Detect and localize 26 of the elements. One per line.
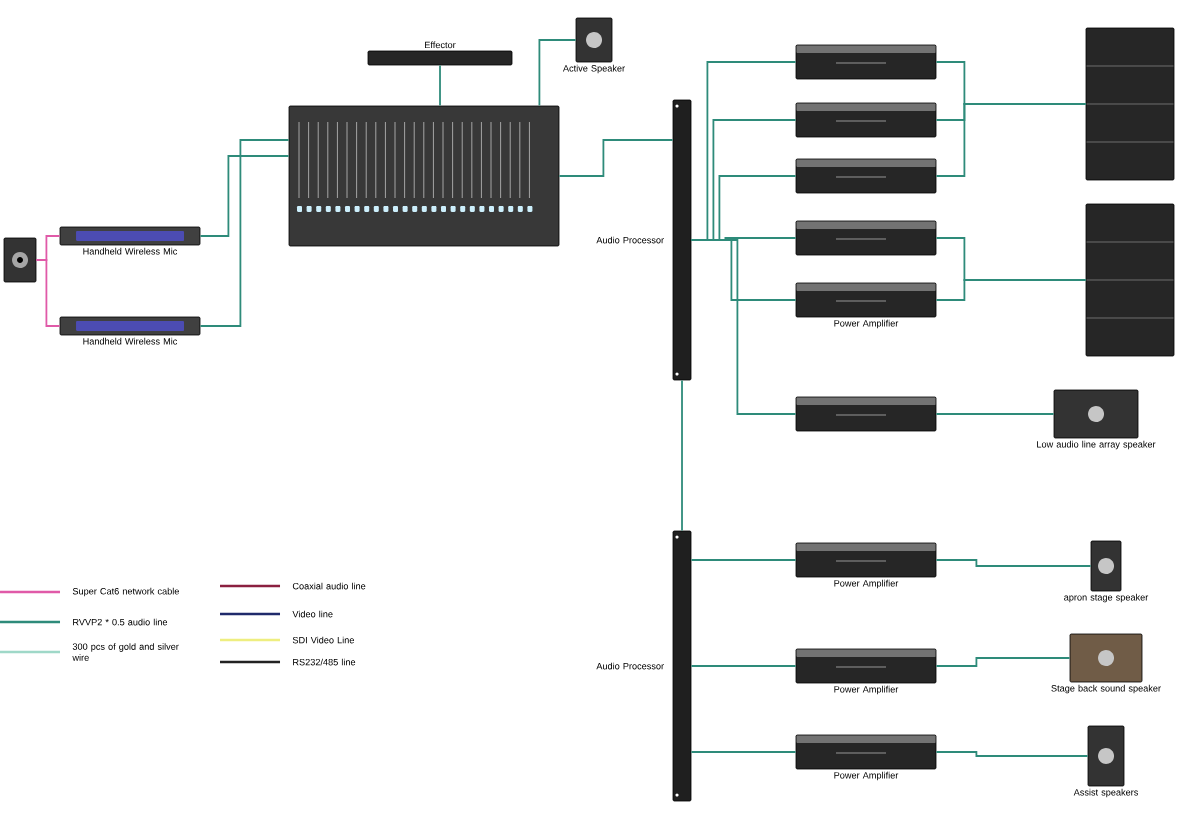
cable [935,559,1092,567]
mixer-drawing [288,105,560,247]
cable [538,39,577,107]
amplifier-drawing [795,102,937,138]
cable [935,413,1055,415]
cable [690,559,797,561]
amplifier-drawing [795,44,937,80]
cable [935,657,1071,667]
cable [935,279,1087,301]
cable [681,379,683,532]
cable [935,751,1089,757]
amplifier-drawing [795,220,937,256]
cable [690,665,797,667]
amplifier-drawing [795,158,937,194]
cable [690,239,797,415]
cable [690,751,797,753]
cable [558,139,674,177]
amplifier-drawing [795,396,937,432]
cable [199,155,290,237]
cable [199,139,290,327]
cable [35,259,61,327]
line-array-drawing [1085,27,1175,181]
line-array-drawing [1085,203,1175,357]
horn-speaker-drawing [3,237,37,283]
cable [439,64,441,107]
cable [935,103,1087,177]
